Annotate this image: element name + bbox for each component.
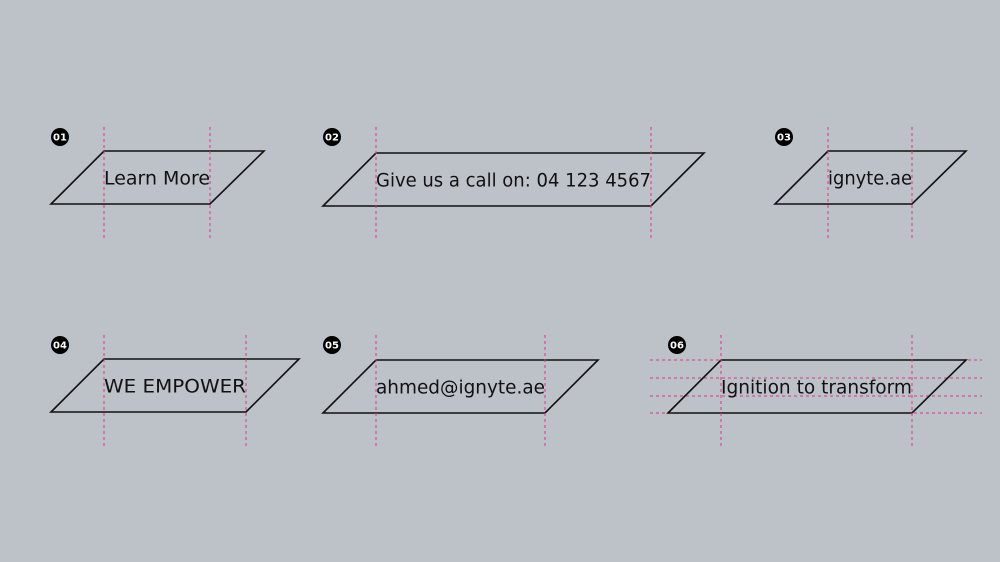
button-spec-02: Give us a call on: 04 123 4567 02 [321,127,706,241]
number-badge [323,336,341,354]
number-badge [51,128,69,146]
number-badge-text: 01 [53,133,67,144]
number-badge [668,336,686,354]
button-label: WE EMPOWER [104,376,246,398]
parallelogram-button-shape [773,150,968,205]
button-spec-04: WE EMPOWER 04 [49,335,301,449]
parallelogram-button-shape [49,150,266,205]
number-badge-text: 05 [325,341,339,352]
button-label: ahmed@ignyte.ae [376,377,545,399]
button-spec-01: Learn More 01 [49,127,266,241]
button-label: ignyte.ae [828,168,912,190]
number-badge-text: 04 [53,341,67,352]
button-spec-03: ignyte.ae 03 [773,127,968,241]
parallelogram-button-shape [49,358,301,413]
number-badge-text: 06 [670,341,684,352]
number-badge-text: 02 [325,133,339,144]
button-label: Give us a call on: 04 123 4567 [376,170,651,192]
number-badge-text: 03 [777,133,791,144]
number-badge [775,128,793,146]
button-label: Ignition to transform [721,377,912,399]
button-spec-05: ahmed@ignyte.ae 05 [321,335,600,449]
button-label: Learn More [104,168,210,190]
button-spec-06: Ignition to transform 06 [650,335,982,449]
number-badge [51,336,69,354]
number-badge [323,128,341,146]
